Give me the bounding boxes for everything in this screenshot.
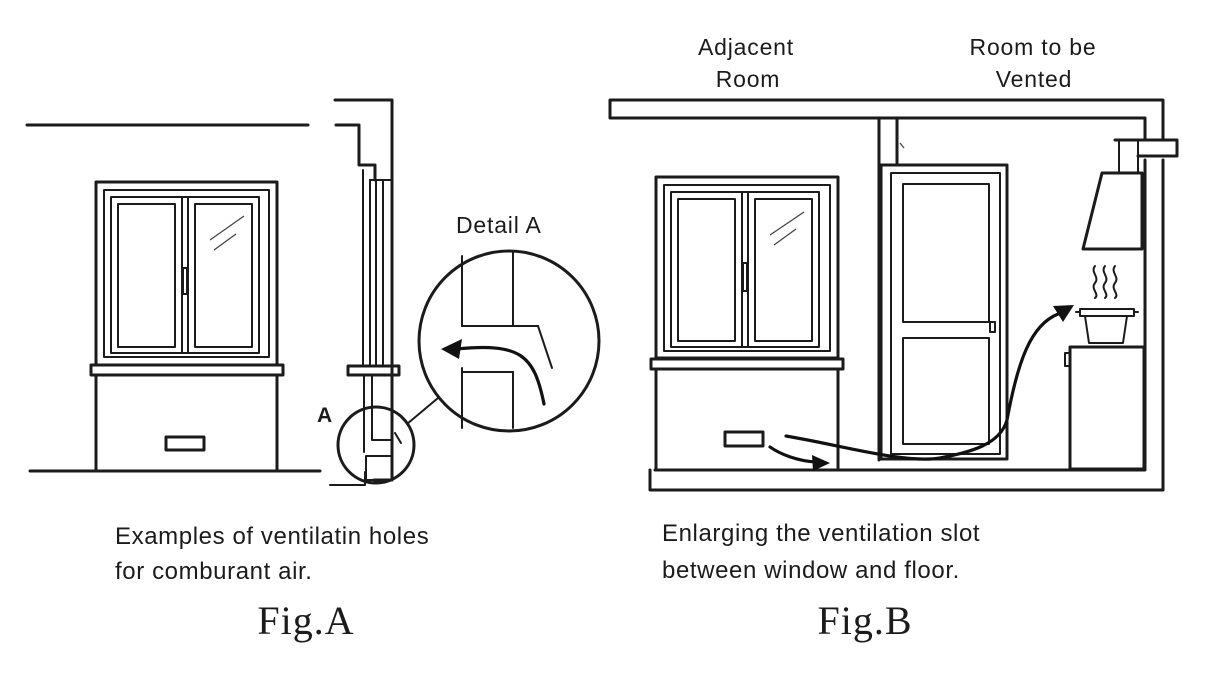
- room-vented-label-line1: Room to be: [970, 34, 1097, 60]
- fig-a-elevation: [25, 123, 322, 473]
- detail-a-circle: [417, 249, 601, 433]
- fig-b-airflow-arrow-1: [768, 445, 818, 464]
- door-handle: [989, 321, 996, 333]
- fig-a-caption-line1: Examples of ventilatin holes: [115, 523, 429, 550]
- fig-a-window-sill: [89, 363, 285, 473]
- fig-b-title: Fig.B: [817, 598, 912, 643]
- fig-a-ventilation-hole: [164, 435, 206, 452]
- fig-b-ventilation-slot: [723, 430, 765, 448]
- fig-b-steam: [1092, 265, 1118, 299]
- fig-a-title: Fig.A: [257, 598, 354, 643]
- fig-b-window-sill: [649, 357, 845, 472]
- fig-a-detail-magnifier: [336, 249, 601, 485]
- fig-a-wall-section: [329, 98, 402, 486]
- fig-b-window: [654, 175, 840, 360]
- fig-b-door: [879, 142, 1009, 461]
- fig-b-airflow-arrow-2: [784, 312, 1060, 461]
- fig-a-window: [94, 180, 279, 367]
- detail-a-airflow-arrow: [454, 345, 546, 406]
- fig-a-caption-line2: for comburant air.: [115, 558, 313, 585]
- detail-a-arrowhead: [441, 339, 462, 359]
- fig-b-building-section: [608, 98, 1165, 492]
- fig-b-range-hood: [1081, 138, 1179, 251]
- detail-marker-a: A: [317, 404, 332, 427]
- fig-b-caption-line2: between window and floor.: [662, 557, 960, 584]
- room-vented-label-line2: Vented: [996, 66, 1072, 92]
- adjacent-room-label-line1: Adjacent: [698, 34, 794, 60]
- fig-b-caption-line1: Enlarging the ventilation slot: [662, 520, 980, 547]
- fig-b-cooking-pot: [1075, 308, 1139, 344]
- detail-a-label: Detail A: [456, 212, 542, 238]
- detail-a-source-circle: [336, 405, 416, 485]
- detail-a-connector-line: [406, 397, 439, 425]
- fig-b-kitchen-cabinet: [1064, 345, 1146, 471]
- adjacent-room-label-line2: Room: [716, 66, 781, 92]
- fig-b-airflow: [768, 305, 1074, 471]
